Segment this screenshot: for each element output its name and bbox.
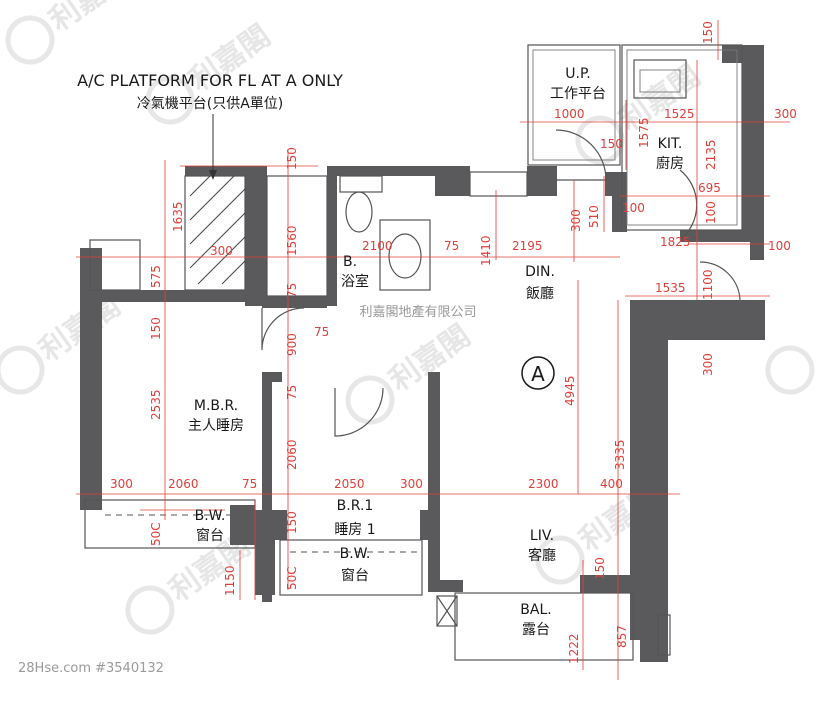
room-kit-zh: 廚房 (656, 155, 684, 172)
dim-label: 150 (593, 557, 607, 580)
dim-label: 150 (600, 137, 623, 151)
dim-label: 150 (701, 21, 715, 44)
dim-label: 2195 (512, 239, 543, 253)
dim-label: 100 (768, 239, 791, 253)
dim-label: 50C (149, 522, 163, 546)
dim-label: 900 (285, 333, 299, 356)
dim-label: 300 (701, 353, 715, 376)
outlines (84, 44, 743, 661)
dim-label: 2135 (704, 139, 718, 170)
dim-label: 1535 (655, 281, 686, 295)
dim-label: 1525 (664, 107, 695, 121)
room-bw2-en: B.W. (340, 546, 371, 562)
room-bal-zh: 露台 (522, 622, 550, 638)
dim-label: 75 (285, 385, 299, 400)
dim-label: 300 (110, 477, 133, 491)
dim-label: 575 (149, 265, 163, 288)
room-labels: U.P. 工作平台 KIT. 廚房 B. 浴室 DIN. 飯廳 M.B.R. 主… (188, 66, 684, 638)
dimension-labels: 150 1000 1525 300 1575 150 2135 695 300 … (110, 21, 797, 664)
room-br1-zh: 睡房 1 (334, 522, 375, 538)
platform-note: A/C PLATFORM FOR FL AT A ONLY 冷氣機平台(只供A單… (77, 71, 343, 180)
dim-label: 695 (698, 181, 721, 195)
dim-label: 150 (285, 511, 299, 534)
dim-label: 2060 (285, 439, 299, 470)
room-din-zh: 飯廳 (526, 285, 554, 302)
dim-label: 300 (210, 244, 233, 258)
flat-marker: A (521, 356, 555, 390)
dim-label: 1825 (660, 235, 691, 249)
dim-label: 100 (622, 201, 645, 215)
dim-label: 857 (615, 625, 629, 648)
dim-label: 2535 (149, 389, 163, 420)
room-bw2-zh: 窗台 (341, 567, 369, 584)
dim-label: 2050 (334, 477, 365, 491)
room-bw1-en: B.W. (195, 508, 226, 524)
room-up-en: U.P. (565, 66, 590, 82)
dim-label: 1635 (171, 201, 185, 232)
dim-label: 1150 (223, 565, 237, 596)
dim-label: 50C (285, 566, 299, 590)
dim-label: 75 (285, 283, 299, 298)
room-kit-en: KIT. (658, 136, 683, 152)
dim-label: 2100 (362, 239, 393, 253)
dim-label: 300 (774, 107, 797, 121)
dim-label: 3335 (613, 439, 627, 470)
dim-label: 75 (314, 325, 329, 339)
dim-label: 4945 (563, 375, 577, 406)
room-up-zh: 工作平台 (550, 86, 606, 102)
dim-label: 2300 (528, 477, 559, 491)
room-din-en: DIN. (525, 264, 555, 280)
dim-label: 300 (569, 209, 583, 232)
room-liv-en: LIV. (530, 528, 554, 544)
room-bw1-zh: 窗台 (196, 527, 224, 544)
room-bath-en: B. (343, 254, 357, 270)
footer-listing-id: 28Hse.com #3540132 (18, 661, 164, 676)
dim-label: 75 (242, 477, 257, 491)
room-bal-en: BAL. (520, 602, 551, 618)
dim-label: 1100 (701, 269, 715, 300)
room-br1-en: B.R.1 (337, 498, 374, 514)
ac-platform-hatch (189, 175, 246, 285)
walls (80, 45, 765, 662)
dim-label: 400 (600, 477, 623, 491)
agency-label: 利嘉閣地產有限公司 (359, 304, 476, 320)
flat-marker-label: A (531, 362, 545, 386)
dim-label: 150 (285, 147, 299, 170)
room-mbr-zh: 主人睡房 (188, 418, 244, 434)
room-mbr-en: M.B.R. (194, 398, 238, 414)
dim-label: 75 (444, 239, 459, 253)
dim-label: 1575 (637, 117, 651, 148)
dim-label: 1222 (567, 633, 581, 664)
dimension-lines (76, 20, 790, 680)
watermark-text: 利嘉閣 (43, 0, 137, 39)
platform-note-english: A/C PLATFORM FOR FL AT A ONLY (77, 71, 343, 90)
dim-label: 1410 (479, 235, 493, 266)
dim-label: 2060 (168, 477, 199, 491)
dim-label: 1560 (285, 225, 299, 256)
dim-label: 1000 (554, 107, 585, 121)
dim-label: 150 (149, 317, 163, 340)
dim-label: 100 (704, 201, 718, 224)
dim-label: 300 (400, 477, 423, 491)
dim-label: 510 (587, 205, 601, 228)
platform-note-chinese: 冷氣機平台(只供A單位) (137, 96, 284, 112)
room-bath-zh: 浴室 (341, 273, 369, 290)
room-liv-zh: 客廳 (528, 547, 556, 564)
